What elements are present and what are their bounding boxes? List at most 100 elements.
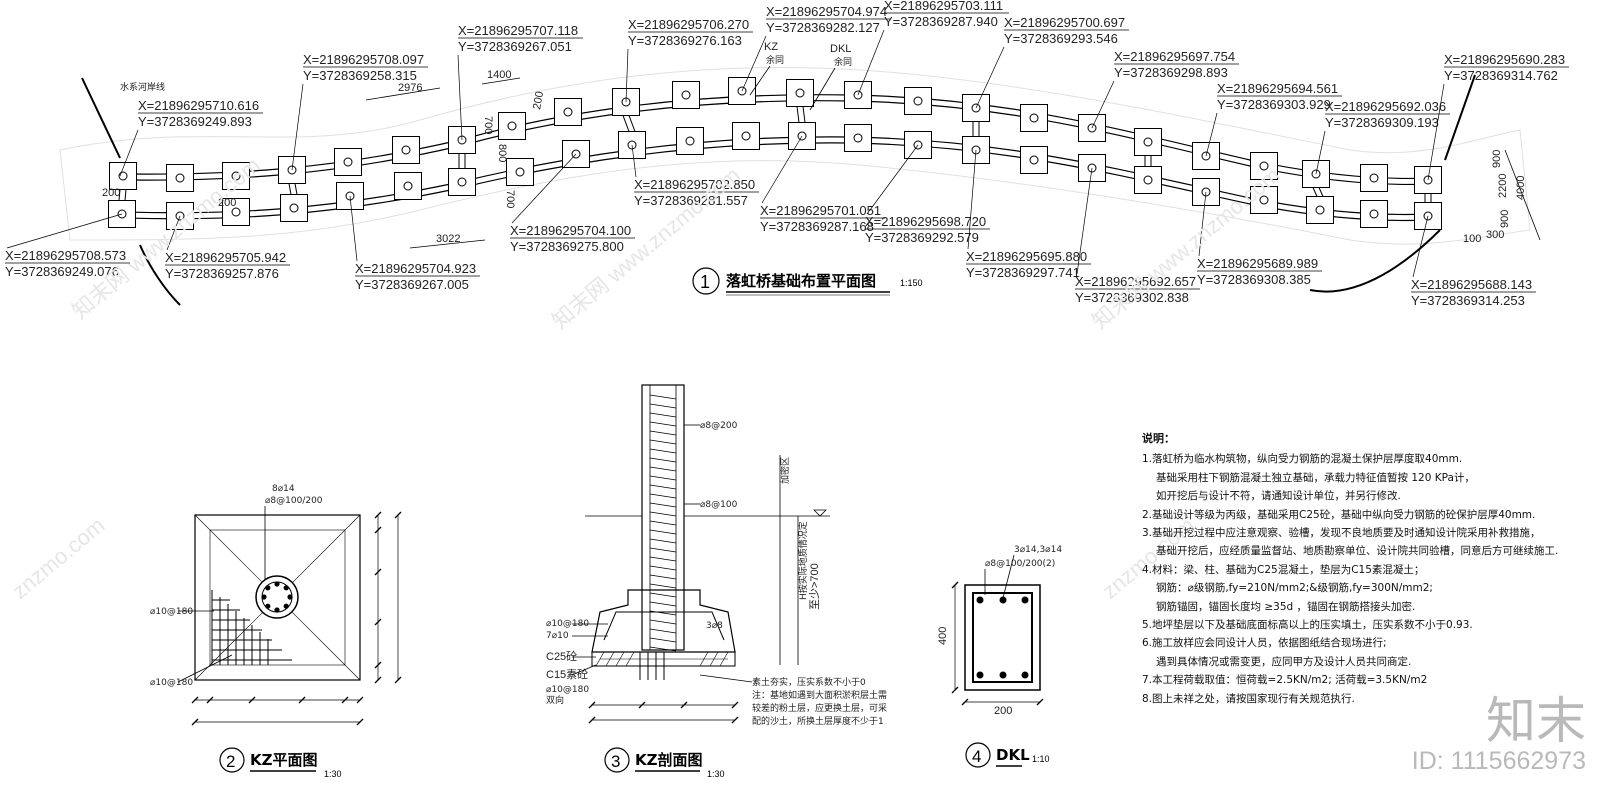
coordinate-y: Y=3728369275.800 <box>510 239 624 254</box>
footing-lower <box>844 124 872 152</box>
note-line: 8.图上未祥之处，请按国家现行有关规范执行. <box>1142 692 1355 705</box>
plan-number: 1 <box>700 272 710 292</box>
footing-lower <box>1306 196 1334 224</box>
stirrup <box>649 619 677 625</box>
dkl-stirrup: ⌀8@100/200(2) <box>985 559 1055 569</box>
footing-upper <box>334 148 362 176</box>
stirrup <box>649 448 677 454</box>
river-bank-right-bottom <box>1309 229 1441 293</box>
kz-sub-label: 余同 <box>766 54 784 66</box>
coordinate-x: X=21896295710.616 <box>138 98 259 113</box>
kz-stirrup: ⌀8@100/200 <box>265 496 323 506</box>
footing-lower <box>676 127 704 155</box>
stirrup <box>649 583 677 589</box>
note-line: 基础采用柱下钢筋混凝土独立基础，承载力特征值暂按 120 KPa计， <box>1156 471 1475 484</box>
footing-upper <box>786 79 814 107</box>
kz-bar <box>265 603 271 609</box>
dim-4000: 4000 <box>1515 176 1527 200</box>
kz-bar <box>265 585 271 591</box>
plan-scale: 1:150 <box>900 278 923 288</box>
kz-bar <box>287 594 293 600</box>
footing-upper <box>1360 164 1388 192</box>
notes-title: 说明： <box>1142 432 1175 445</box>
footing-upper <box>498 112 526 140</box>
kz-label: KZ <box>764 41 778 53</box>
kz-bar <box>283 585 289 591</box>
stirrup <box>649 475 677 481</box>
beam-line-upper-b <box>124 100 1431 186</box>
dim-800: 800 <box>496 144 508 162</box>
dkl-sub-label: 余同 <box>834 56 852 68</box>
dim-900-b: 900 <box>1499 210 1511 228</box>
foundation-plan: X=21896295710.616Y=3728369249.893X=21896… <box>5 0 1569 308</box>
section-bottom-bar-sub: 双向 <box>546 694 564 706</box>
section-stirrups <box>649 394 677 652</box>
note-line: 基础开挖后，应经质量监督站、地质勘察单位、设计院共同验槽，同意后方可继续施工. <box>1156 545 1559 558</box>
footing-upper <box>392 136 420 164</box>
kz-bottom-rebar-1: ⌀10@180 <box>150 607 193 617</box>
crossbeams-group <box>118 106 1432 203</box>
coordinate-x: X=21896295704.100 <box>510 223 631 238</box>
stirrup <box>649 502 677 508</box>
kz-section-number: 3 <box>611 752 620 771</box>
kz-bar <box>274 607 280 613</box>
river-bank-left-bottom <box>139 244 181 306</box>
kz-bar <box>274 581 280 587</box>
coordinate-y: Y=3728369282.127 <box>766 20 880 35</box>
crossbeam <box>288 183 298 195</box>
coordinate-x: X=21896295704.974 <box>766 4 887 19</box>
section-stirrup-top: ⌀8@200 <box>700 421 738 431</box>
kz-section-detail: ⌀8@200 ⌀8@100 加密区 H按实际地质情况定 至少>700 ⌀10@1… <box>546 384 887 779</box>
section-soil-note-2: 注：基地如遇到大面积淤积层土需 <box>752 689 887 701</box>
footing-upper <box>109 162 137 190</box>
footing-lower <box>280 194 308 222</box>
kz-section-title: KZ剖面图 <box>635 751 703 769</box>
stirrup <box>649 484 677 490</box>
watermark-logo-text: 知末 <box>1486 692 1586 750</box>
footing-upper <box>1020 104 1048 132</box>
dkl-title: DKL <box>996 746 1030 764</box>
coordinate-x: X=21896295700.697 <box>1004 15 1125 30</box>
note-line: 3.基础开挖过程中应注意观察、验槽，发现不良地质要及时通知设计院采用补救措施， <box>1142 527 1541 540</box>
stirrup <box>649 628 677 634</box>
watermark-background: 知末网 www.znzmo.com 知末网 www.znzmo.com 知末网 … <box>7 152 1285 604</box>
dim-3022-text: 3022 <box>436 233 460 245</box>
dim-900-a: 900 <box>1491 150 1503 168</box>
plan-number-circle <box>692 267 720 295</box>
dimension-2976: 2976 <box>365 82 441 101</box>
stirrup <box>649 565 677 571</box>
kz-dim-ticks <box>191 511 402 726</box>
dkl-scale: 1:10 <box>1032 754 1050 764</box>
stirrup <box>649 529 677 535</box>
stirrup <box>649 574 677 580</box>
dim-200-a: 200 <box>102 187 120 199</box>
footing-lower <box>394 172 422 200</box>
section-footing-7: 7⌀10 <box>546 631 569 641</box>
section-stirrup-mid: ⌀8@100 <box>700 500 738 510</box>
dkl-beam-section: 3⌀14,3⌀14 ⌀8@100/200(2) 400 200 4 DKL 1:… <box>937 545 1062 768</box>
dim-700-b: 700 <box>504 190 516 208</box>
coordinate-y: Y=3728369281.557 <box>634 193 748 208</box>
kz-bottom-rebar-2: ⌀10@180 <box>150 678 193 688</box>
dimension-1400: 1400 <box>481 69 521 85</box>
watermark-brand-3: 知末网 www.znzmo.com <box>1087 162 1285 334</box>
stirrup <box>649 556 677 562</box>
stirrup <box>649 466 677 472</box>
stirrup <box>649 511 677 517</box>
section-side-note: 加密区 <box>779 457 791 484</box>
coordinate-x: X=21896295697.754 <box>1114 49 1235 64</box>
coordinate-y: Y=3728369267.051 <box>458 39 572 54</box>
footing-lower <box>1020 146 1048 174</box>
section-soil-note-3: 较差的粉土层，应更换土层，可采 <box>752 702 887 714</box>
